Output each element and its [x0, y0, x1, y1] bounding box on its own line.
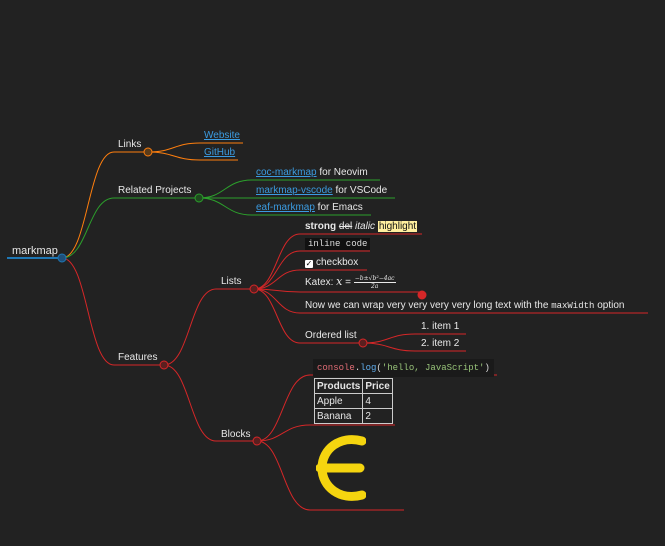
- root-label[interactable]: markmap: [12, 245, 58, 257]
- ordered-item-2: 2. item 2: [421, 338, 460, 349]
- related-item-eaf: eaf-markmap for Emacs: [256, 202, 363, 214]
- long-text-item: Now we can wrap very very very very long…: [305, 300, 624, 312]
- website-link[interactable]: Website: [204, 130, 240, 141]
- del-text: del: [338, 221, 353, 232]
- highlight-text: highlight: [377, 221, 418, 232]
- eaf-suffix: for Emacs: [314, 202, 363, 213]
- long-text-pre: Now we can wrap very very very very long…: [305, 300, 552, 311]
- logo-glyph: [316, 435, 366, 501]
- italic-text: italic: [355, 221, 376, 232]
- coc-suffix: for Neovim: [316, 167, 368, 178]
- table-cell: 4: [362, 393, 393, 409]
- ordered-list-node-dot[interactable]: [358, 338, 368, 348]
- table-cell: Apple: [313, 393, 364, 409]
- table-cell: Banana: [313, 408, 364, 424]
- katex-numerator: −b±√b²−4ac: [353, 275, 396, 283]
- root-node-dot[interactable]: [57, 253, 67, 263]
- code-token-close: ): [484, 363, 490, 373]
- links-node-dot[interactable]: [143, 147, 153, 157]
- coc-markmap-link[interactable]: coc-markmap: [256, 167, 317, 178]
- lists-node-dot[interactable]: [249, 284, 259, 294]
- long-text-post: option: [594, 300, 625, 311]
- features-branch: [61, 233, 648, 511]
- checkbox-label: checkbox: [316, 257, 359, 268]
- related-projects-label[interactable]: Related Projects: [118, 185, 192, 196]
- checkbox-item: ✓checkbox: [305, 257, 358, 269]
- eaf-markmap-link[interactable]: eaf-markmap: [256, 202, 315, 213]
- inline-code-item: inline code: [305, 238, 371, 250]
- code-token-function: log: [360, 363, 377, 373]
- links-label[interactable]: Links: [118, 139, 142, 150]
- lists-label[interactable]: Lists: [221, 276, 242, 287]
- checkbox-icon[interactable]: ✓: [305, 259, 313, 268]
- links-branch: [61, 142, 243, 259]
- blocks-node-dot[interactable]: [252, 436, 262, 446]
- blocks-label[interactable]: Blocks: [221, 429, 251, 440]
- markmap-vscode-link[interactable]: markmap-vscode: [256, 185, 333, 196]
- features-node-dot[interactable]: [159, 360, 169, 370]
- code-block: console.log('hello, JavaScript'): [313, 359, 494, 377]
- katex-denominator: 2a: [370, 283, 379, 290]
- github-link[interactable]: GitHub: [204, 147, 236, 158]
- ordered-item-1: 1. item 1: [421, 321, 460, 332]
- features-label[interactable]: Features: [118, 352, 158, 363]
- maxwidth-code: maxWidth: [551, 301, 595, 311]
- markmap-logo-image: [316, 435, 366, 501]
- katex-variable: x: [336, 275, 343, 289]
- code-token-open: (: [376, 363, 382, 373]
- ordered-list-label[interactable]: Ordered list: [305, 330, 357, 341]
- katex-equals: =: [342, 277, 354, 289]
- strong-text: strong: [305, 221, 337, 232]
- katex-node-dot[interactable]: [417, 290, 427, 300]
- table-header-price: Price: [362, 378, 393, 394]
- related-item-vscode: markmap-vscode for VSCode: [256, 185, 387, 197]
- vscode-suffix: for VSCode: [332, 185, 388, 196]
- related-branch: [61, 179, 395, 259]
- table-row: Banana 2: [313, 408, 393, 424]
- formatting-item: strong del italic highlight: [305, 221, 418, 233]
- inline-code: inline code: [305, 238, 371, 250]
- code-token-string: 'hello, JavaScript': [381, 363, 485, 373]
- code-token-dot: .: [354, 363, 361, 373]
- code-token-object: console: [317, 363, 355, 373]
- table-cell: 2: [362, 408, 393, 424]
- katex-prefix: Katex:: [305, 277, 337, 289]
- related-node-dot[interactable]: [194, 193, 204, 203]
- table-row: Apple 4: [313, 393, 393, 409]
- products-table: Products Price Apple 4 Banana 2: [313, 378, 393, 424]
- table-header-row: Products Price: [313, 378, 393, 394]
- related-item-coc: coc-markmap for Neovim: [256, 167, 368, 179]
- table-header-products: Products: [313, 378, 364, 394]
